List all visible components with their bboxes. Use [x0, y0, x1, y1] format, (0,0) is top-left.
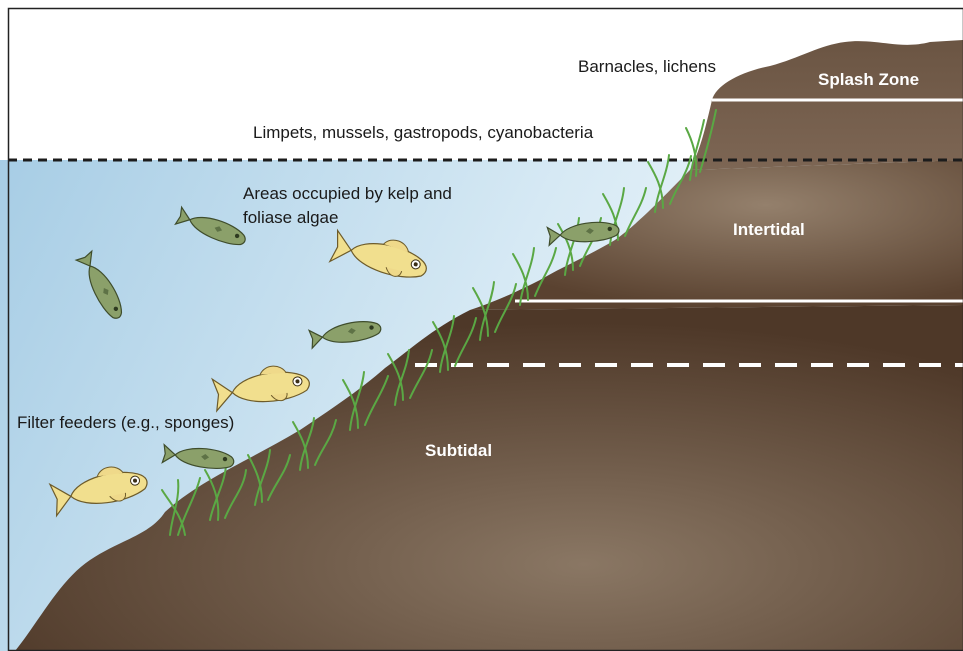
zone-label-intertidal: Intertidal [733, 220, 805, 239]
zone-label-splash: Splash Zone [818, 70, 919, 89]
label-barnacles: Barnacles, lichens [578, 57, 716, 76]
upper-rock [690, 40, 963, 170]
label-kelp-line2: foliase algae [243, 208, 338, 227]
label-limpets: Limpets, mussels, gastropods, cyanobacte… [253, 123, 594, 142]
zone-label-subtidal: Subtidal [425, 441, 492, 460]
label-filter-feeders: Filter feeders (e.g., sponges) [17, 413, 234, 432]
label-kelp-line1: Areas occupied by kelp and [243, 184, 452, 203]
